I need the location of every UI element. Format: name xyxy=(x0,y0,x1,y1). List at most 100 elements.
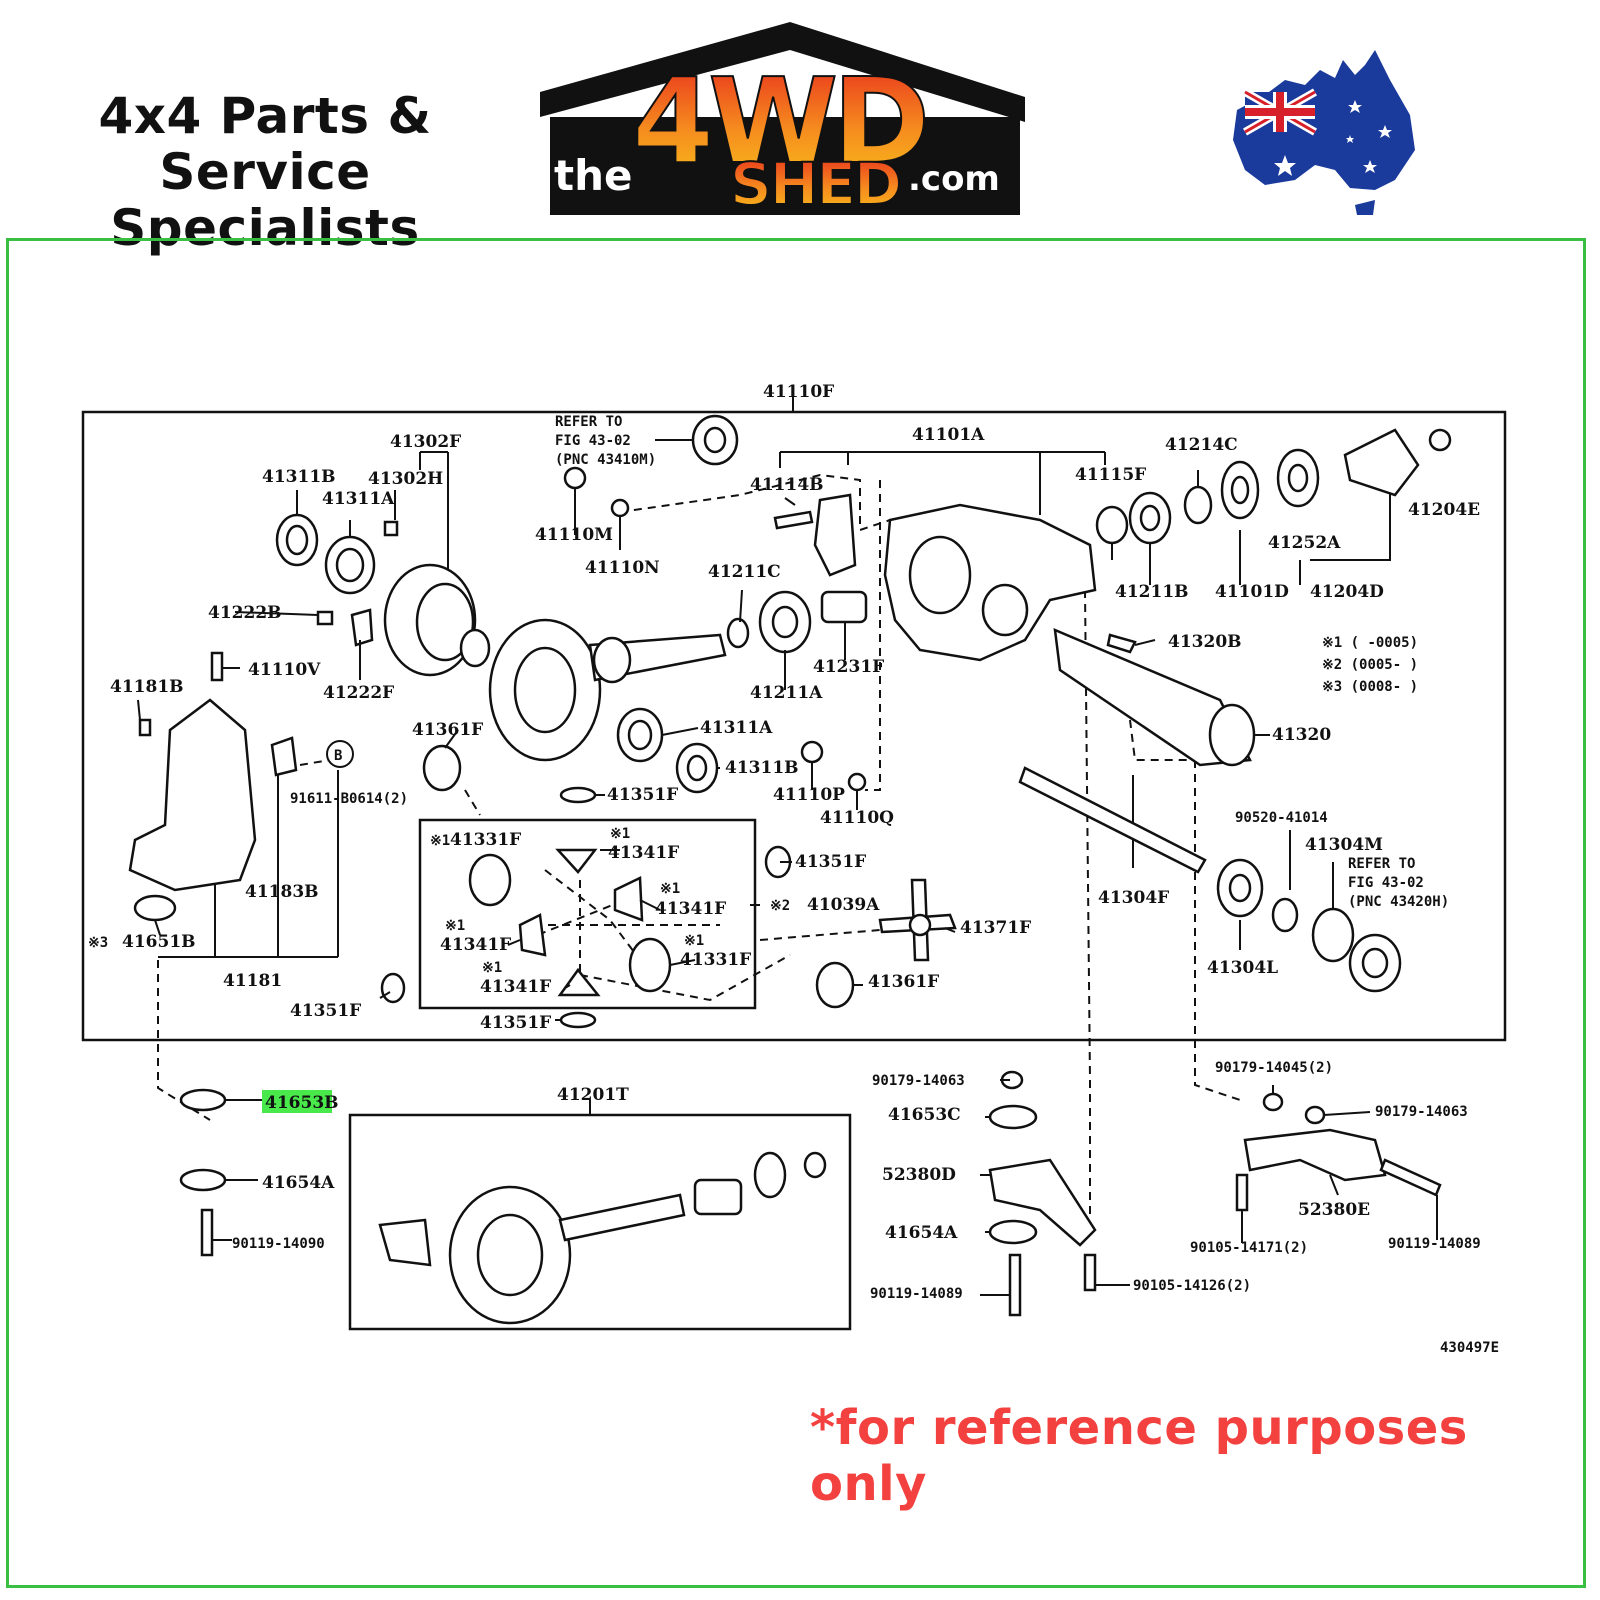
the-4wd-shed-logo[interactable]: the 4WD SHED .com xyxy=(540,22,1040,222)
part-label[interactable]: 41302F xyxy=(390,432,461,452)
part-label[interactable]: 41110M xyxy=(535,525,613,545)
legend-line: ※3 (0008- ) xyxy=(1322,679,1418,695)
part-label[interactable]: 41211A xyxy=(750,683,823,703)
part-label[interactable]: 41331F xyxy=(680,950,751,970)
part-label[interactable]: 41311B xyxy=(262,467,336,487)
part-label[interactable]: 41331F xyxy=(450,830,521,850)
part-label[interactable]: 41231F xyxy=(813,657,884,677)
part-label[interactable]: 41110N xyxy=(585,558,660,578)
part-label[interactable]: 41181B xyxy=(110,677,184,697)
part-label[interactable]: 41204E xyxy=(1408,500,1480,520)
part-label[interactable]: 41371F xyxy=(960,918,1031,938)
part-label[interactable]: 41222B xyxy=(208,603,282,623)
part-label[interactable]: 41110F xyxy=(763,382,834,402)
footnote-marker: ※1 xyxy=(482,960,502,976)
part-label[interactable]: 41654A xyxy=(885,1223,958,1243)
part-label[interactable]: 41311A xyxy=(322,489,395,509)
part-label[interactable]: 41320B xyxy=(1168,632,1242,652)
part-label[interactable]: 41222F xyxy=(323,683,394,703)
part-label[interactable]: 41311B xyxy=(725,758,799,778)
part-label[interactable]: 41183B xyxy=(245,882,319,902)
legend-line: ※2 (0005- ) xyxy=(1322,657,1418,673)
part-label[interactable]: 41351F xyxy=(795,852,866,872)
part-label[interactable]: 90105-14126(2) xyxy=(1133,1278,1251,1294)
part-label[interactable]: 41304F xyxy=(1098,888,1169,908)
logo-prefix: the xyxy=(554,151,632,200)
differential-box xyxy=(418,818,757,1010)
footnote-marker: ※2 xyxy=(770,898,790,914)
footnote-marker: ※1 xyxy=(684,933,704,949)
reference-disclaimer: *for reference purposes only xyxy=(810,1400,1468,1512)
part-label[interactable]: 41101D xyxy=(1215,582,1289,602)
part-label[interactable]: 90179-14063 xyxy=(872,1073,965,1089)
part-label[interactable]: 41351F xyxy=(607,785,678,805)
part-label[interactable]: 90179-14045(2) xyxy=(1215,1060,1333,1076)
circle-b-marker: B xyxy=(334,748,342,764)
part-label[interactable]: 41304M xyxy=(1305,835,1383,855)
diagram-frame xyxy=(6,238,1586,1588)
part-label[interactable]: 90520-41014 xyxy=(1235,810,1328,826)
logo-sub: SHED xyxy=(730,150,900,218)
part-label[interactable]: 41039A xyxy=(807,895,880,915)
part-label[interactable]: 41302H xyxy=(368,469,443,489)
footnote-marker: ※3 xyxy=(88,935,108,951)
part-label[interactable]: 52380D xyxy=(882,1165,956,1185)
footnote-marker: ※1 xyxy=(445,918,465,934)
part-label[interactable]: 52380E xyxy=(1298,1200,1370,1220)
part-label[interactable]: 41201T xyxy=(557,1085,629,1105)
part-label[interactable]: 90105-14171(2) xyxy=(1190,1240,1308,1256)
diagram-notes: REFER TO FIG 43-02 (PNC 43410M) REFER TO… xyxy=(88,414,1499,1356)
highlight-marker xyxy=(262,1090,332,1113)
part-label[interactable]: 41341F xyxy=(480,977,551,997)
part-label[interactable]: 41115F xyxy=(1075,465,1146,485)
part-label[interactable]: 41654A xyxy=(262,1173,335,1193)
part-label-highlighted[interactable]: 41653B xyxy=(265,1093,339,1113)
part-label[interactable]: 41252A xyxy=(1268,533,1341,553)
part-label[interactable]: 91611-B0614(2) xyxy=(290,791,408,807)
tagline-line-1: 4x4 Parts & Service xyxy=(98,87,432,201)
part-label[interactable]: 41211B xyxy=(1115,582,1189,602)
footnote-marker: ※1 xyxy=(610,826,630,842)
part-label[interactable]: 41114B xyxy=(750,475,824,495)
part-label[interactable]: 41341F xyxy=(608,843,679,863)
footnote-marker: ※1 xyxy=(430,833,450,849)
part-label[interactable]: 41361F xyxy=(412,720,483,740)
leader-lines xyxy=(137,439,1438,1296)
company-tagline: 4x4 Parts & Service Specialists xyxy=(20,88,510,256)
part-label[interactable]: 90119-14089 xyxy=(1388,1236,1481,1252)
part-label[interactable]: 41211C xyxy=(708,562,781,582)
part-label[interactable]: 41304L xyxy=(1207,958,1278,978)
part-label[interactable]: 41651B xyxy=(122,932,196,952)
australia-flag-map-icon xyxy=(1233,50,1415,215)
refer-note-line: FIG 43-02 xyxy=(1348,875,1424,891)
legend-line: ※1 ( -0005) xyxy=(1322,635,1418,651)
part-label[interactable]: 90119-14089 xyxy=(870,1286,963,1302)
part-label[interactable]: 41320 xyxy=(1272,725,1331,745)
part-label[interactable]: 41311A xyxy=(700,718,773,738)
figure-id: 430497E xyxy=(1440,1340,1499,1356)
part-shapes xyxy=(128,414,1452,1325)
part-label[interactable]: 41101A xyxy=(912,425,985,445)
part-label[interactable]: 41351F xyxy=(480,1013,551,1033)
part-label[interactable]: 90179-14063 xyxy=(1375,1104,1468,1120)
part-label[interactable]: 41214C xyxy=(1165,435,1238,455)
ring-gear-kit-box xyxy=(348,1113,852,1331)
refer-note-line: FIG 43-02 xyxy=(555,433,631,449)
part-label[interactable]: 41361F xyxy=(868,972,939,992)
part-label[interactable]: 41181 xyxy=(223,971,282,991)
refer-note-line: (PNC 43410M) xyxy=(555,452,656,468)
part-label[interactable]: 41341F xyxy=(440,935,511,955)
refer-note-line: REFER TO xyxy=(1348,856,1415,872)
part-label[interactable]: 41653C xyxy=(888,1105,961,1125)
part-label[interactable]: 41110P xyxy=(773,785,845,805)
part-label[interactable]: 41110V xyxy=(248,660,321,680)
part-label[interactable]: 90119-14090 xyxy=(232,1236,325,1252)
part-label[interactable]: 41110Q xyxy=(820,808,894,828)
part-labels: 41110F 41101A 41302F 41311B 41302H 41311… xyxy=(110,382,1481,1302)
tagline-line-2: Specialists xyxy=(110,199,420,257)
part-label[interactable]: 41204D xyxy=(1310,582,1384,602)
logo-suffix: .com xyxy=(908,159,1000,199)
part-label[interactable]: 41351F xyxy=(290,1001,361,1021)
part-label[interactable]: 41341F xyxy=(655,899,726,919)
